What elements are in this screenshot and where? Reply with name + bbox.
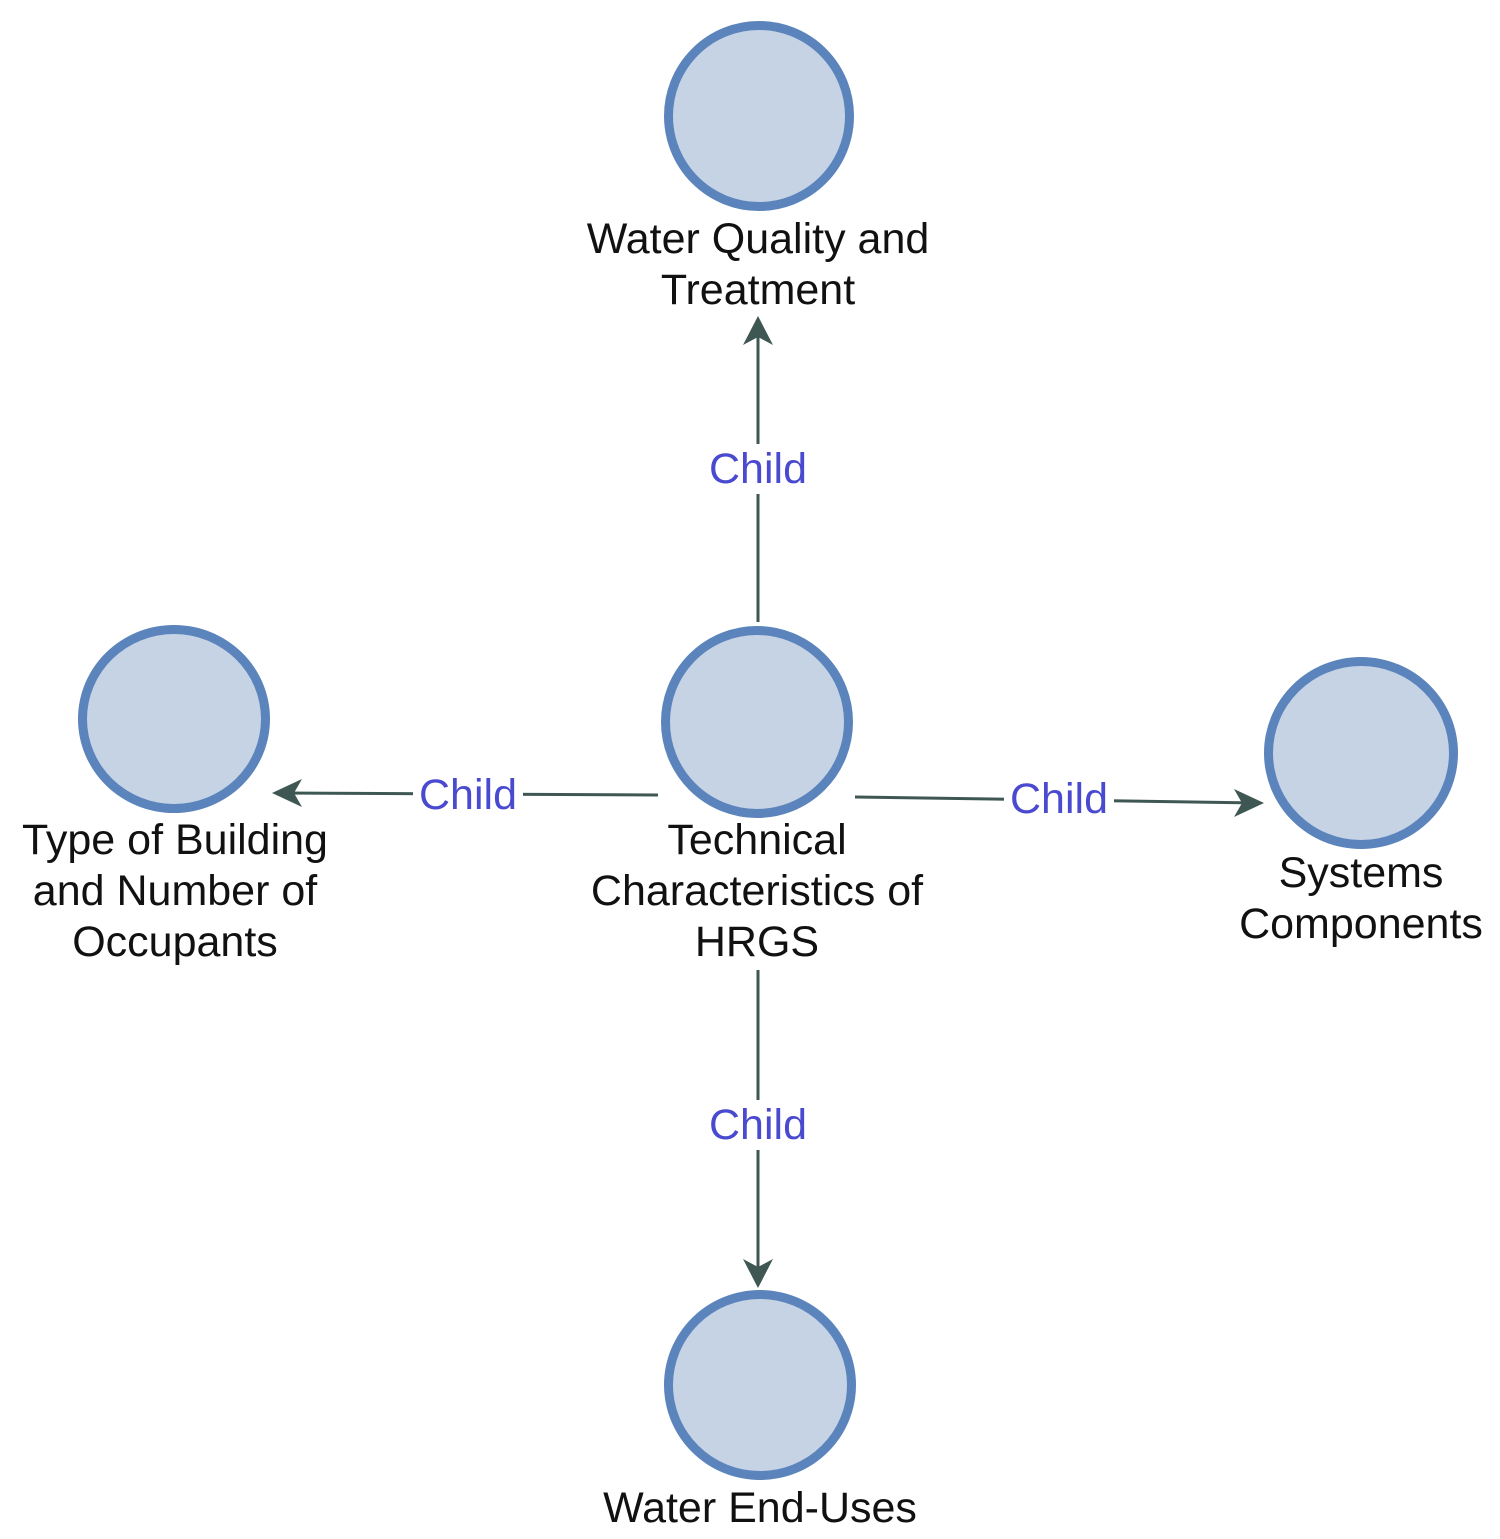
node-label-center: Technical Characteristics of HRGS <box>590 816 924 966</box>
node-circle-left[interactable] <box>78 625 270 813</box>
node-label-top: Water Quality and Treatment <box>586 215 930 314</box>
arrowhead-up <box>743 316 773 345</box>
edge-label-to-bottom: Child <box>703 1100 813 1150</box>
edge-label-to-top: Child <box>703 444 813 494</box>
node-circle-bottom[interactable] <box>664 1290 856 1480</box>
arrowhead-down <box>743 1259 773 1288</box>
edge-label-to-right: Child <box>1004 774 1114 824</box>
node-label-right: Systems Components <box>1239 849 1483 948</box>
node-circle-top[interactable] <box>664 21 854 211</box>
edge-label-to-left: Child <box>413 770 523 820</box>
node-label-bottom: Water End-Uses <box>603 1484 917 1532</box>
node-circle-right[interactable] <box>1264 657 1458 849</box>
node-circle-center[interactable] <box>661 626 853 818</box>
arrowhead-left <box>272 779 302 807</box>
arrowhead-right <box>1234 789 1264 817</box>
node-label-left: Type of Building and Number of Occupants <box>22 816 328 966</box>
